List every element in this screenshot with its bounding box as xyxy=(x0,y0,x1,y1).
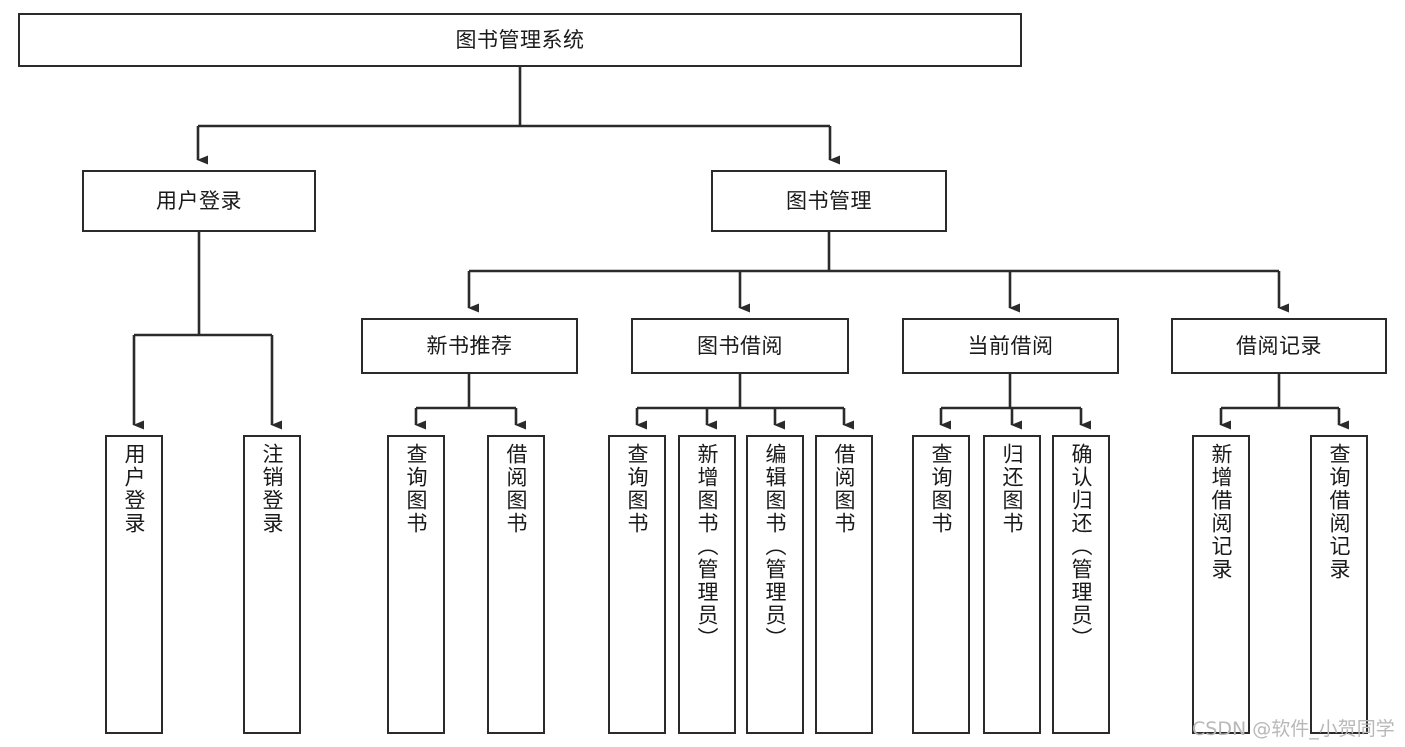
node-leaf-add-record-label: 新增借阅记录 xyxy=(1209,443,1234,581)
node-book-borrow[interactable]: 图书借阅 xyxy=(631,318,849,374)
node-leaf-edit-book[interactable]: 编辑图书（管理员） xyxy=(746,435,804,734)
node-root[interactable]: 图书管理系统 xyxy=(18,13,1022,67)
node-leaf-query-record-label: 查询借阅记录 xyxy=(1327,443,1352,581)
node-leaf-query-book-3-label: 查询图书 xyxy=(929,443,954,535)
node-leaf-query-record[interactable]: 查询借阅记录 xyxy=(1310,435,1368,734)
node-leaf-return-book[interactable]: 归还图书 xyxy=(983,435,1041,734)
node-leaf-query-book-1[interactable]: 查询图书 xyxy=(387,435,445,734)
node-leaf-confirm-return-label: 确认归还（管理员） xyxy=(1069,443,1094,650)
node-current-loan[interactable]: 当前借阅 xyxy=(902,318,1119,374)
node-leaf-add-book[interactable]: 新增图书（管理员） xyxy=(678,435,736,734)
node-book-admin-label: 图书管理 xyxy=(786,188,872,213)
node-user-login[interactable]: 用户登录 xyxy=(82,170,316,232)
node-leaf-user-logout-label: 注销登录 xyxy=(260,443,285,535)
node-leaf-borrow-book-2[interactable]: 借阅图书 xyxy=(815,435,873,734)
node-leaf-user-logout[interactable]: 注销登录 xyxy=(243,435,301,734)
node-current-loan-label: 当前借阅 xyxy=(967,333,1054,358)
node-leaf-user-login-label: 用户登录 xyxy=(122,443,147,535)
node-book-admin[interactable]: 图书管理 xyxy=(711,170,947,232)
node-leaf-edit-book-label: 编辑图书（管理员） xyxy=(763,443,788,650)
node-leaf-add-book-label: 新增图书（管理员） xyxy=(695,443,720,650)
node-leaf-borrow-book-2-label: 借阅图书 xyxy=(832,443,857,535)
node-leaf-confirm-return[interactable]: 确认归还（管理员） xyxy=(1052,435,1110,734)
node-root-label: 图书管理系统 xyxy=(455,27,585,52)
node-leaf-query-book-3[interactable]: 查询图书 xyxy=(912,435,970,734)
node-leaf-borrow-book-1-label: 借阅图书 xyxy=(504,443,529,535)
node-loan-record[interactable]: 借阅记录 xyxy=(1171,318,1387,374)
node-leaf-query-book-1-label: 查询图书 xyxy=(404,443,429,535)
node-book-borrow-label: 图书借阅 xyxy=(697,333,783,358)
node-leaf-add-record[interactable]: 新增借阅记录 xyxy=(1192,435,1250,734)
node-new-book-rec[interactable]: 新书推荐 xyxy=(361,318,578,374)
node-leaf-user-login[interactable]: 用户登录 xyxy=(105,435,163,734)
node-leaf-return-book-label: 归还图书 xyxy=(1000,443,1025,535)
node-leaf-query-book-2-label: 查询图书 xyxy=(625,443,650,535)
node-loan-record-label: 借阅记录 xyxy=(1236,333,1322,358)
node-leaf-borrow-book-1[interactable]: 借阅图书 xyxy=(487,435,545,734)
csdn-watermark: CSDN @软件_小贺同学 xyxy=(1192,718,1395,740)
node-new-book-rec-label: 新书推荐 xyxy=(426,333,513,358)
node-user-login-label: 用户登录 xyxy=(156,188,242,213)
node-leaf-query-book-2[interactable]: 查询图书 xyxy=(608,435,666,734)
